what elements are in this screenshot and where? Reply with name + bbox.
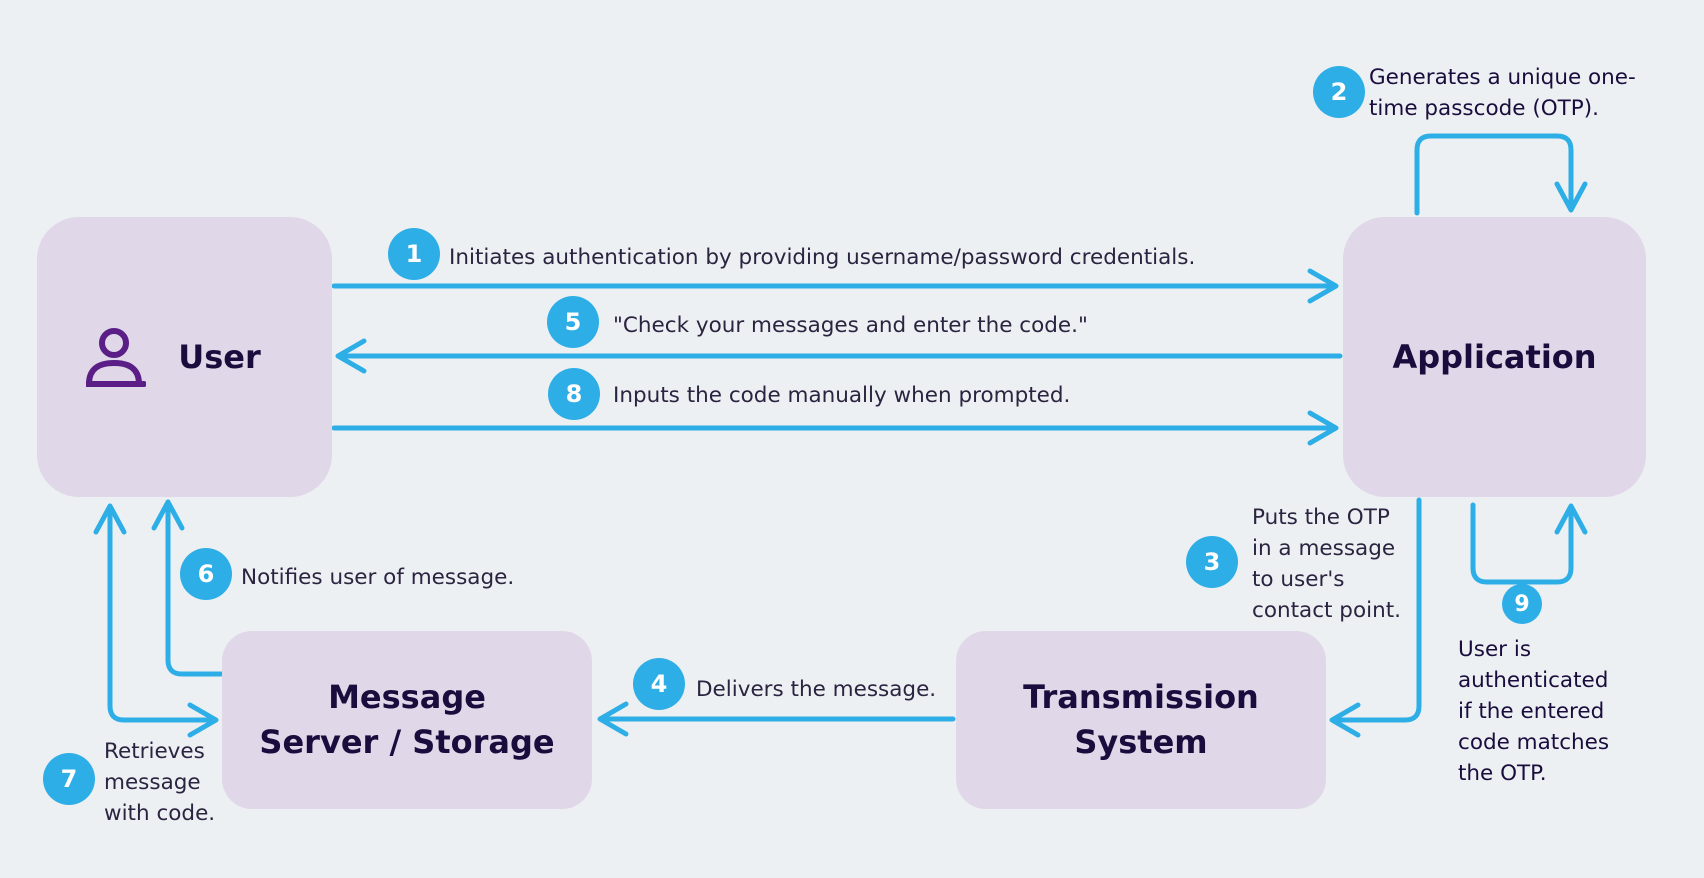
arrow-step-9 — [1470, 502, 1588, 585]
step-7-label-line2: message — [104, 770, 201, 795]
step-1-badge: 1 — [388, 228, 440, 280]
step-2-label-line2: time passcode (OTP). — [1369, 96, 1599, 121]
step-3-badge: 3 — [1186, 536, 1238, 588]
arrow-step-4 — [597, 701, 956, 737]
transmission-system-node: Transmission System — [956, 631, 1326, 809]
person-icon — [86, 328, 146, 387]
step-5-label: "Check your messages and enter the code.… — [613, 313, 1088, 338]
step-4-label: Delivers the message. — [696, 677, 937, 702]
step-9-label-line1: User is — [1458, 637, 1532, 662]
step-6-label: Notifies user of message. — [241, 565, 515, 590]
step-5-badge: 5 — [547, 296, 599, 348]
transmission-system-label-line2: System — [1074, 723, 1208, 761]
arrow-step-6 — [151, 499, 224, 677]
step-7-label-line3: with code. — [104, 801, 216, 826]
step-9-label-line4: code matches — [1458, 730, 1610, 755]
step-2-label-line1: Generates a unique one- — [1369, 65, 1636, 90]
arrow-step-5 — [335, 338, 1343, 374]
message-server-label-line1: Message — [328, 678, 486, 716]
step-7-badge: 7 — [43, 753, 95, 805]
step-9-label-line3: if the entered — [1458, 699, 1605, 724]
step-9-label-line5: the OTP. — [1458, 761, 1547, 786]
step-3-label-line2: in a message — [1252, 536, 1396, 561]
step-4-badge: 4 — [633, 658, 685, 710]
step-3-label: Puts the OTP in a message to user's cont… — [1252, 502, 1401, 626]
arrow-step-1 — [331, 268, 1339, 304]
step-2-badge: 2 — [1313, 66, 1365, 118]
user-node: User — [37, 217, 332, 497]
step-8-label: Inputs the code manually when prompted. — [613, 383, 1071, 408]
step-3-label-line3: to user's — [1252, 567, 1345, 592]
application-node: Application — [1343, 217, 1646, 497]
application-label: Application — [1392, 337, 1597, 376]
transmission-system-label-line1: Transmission — [1023, 678, 1259, 716]
arrow-step-2 — [1414, 133, 1588, 216]
arrow-step-7 — [93, 503, 219, 738]
step-9-badge: 9 — [1502, 584, 1542, 624]
step-9-label: User is authenticated if the entered cod… — [1458, 634, 1609, 789]
message-server-label-line2: Server / Storage — [259, 723, 555, 761]
step-8-badge: 8 — [548, 368, 600, 420]
step-6-badge: 6 — [180, 548, 232, 600]
arrow-step-8 — [331, 410, 1339, 446]
user-label: User — [178, 337, 261, 376]
arrow-step-3 — [1329, 497, 1422, 738]
step-7-label-line1: Retrieves — [104, 739, 205, 764]
step-7-label: Retrieves message with code. — [104, 736, 215, 829]
step-2-label: Generates a unique one- time passcode (O… — [1369, 62, 1636, 124]
step-3-label-line1: Puts the OTP — [1252, 505, 1390, 530]
step-3-label-line4: contact point. — [1252, 598, 1401, 623]
step-1-label: Initiates authentication by providing us… — [449, 245, 1196, 270]
message-server-node: Message Server / Storage — [222, 631, 592, 809]
step-9-label-line2: authenticated — [1458, 668, 1609, 693]
